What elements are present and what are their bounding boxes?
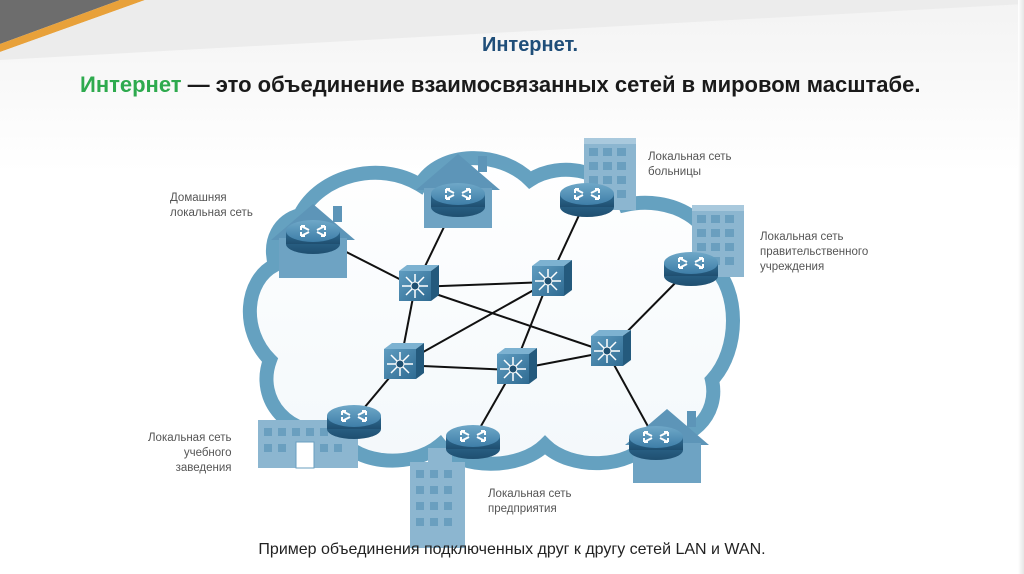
slide-edge-shadow <box>1018 0 1024 574</box>
enterprise-building-icon <box>410 448 465 548</box>
router-right-house <box>628 425 684 461</box>
switch-1 <box>398 264 440 302</box>
label-line: больницы <box>648 166 702 178</box>
label-line: Локальная сеть <box>488 488 572 500</box>
label-line: Локальная сеть <box>148 432 232 444</box>
corner-decoration <box>0 0 1024 60</box>
label-line: правительственного <box>760 246 869 258</box>
router-hospital <box>559 182 615 218</box>
router-government <box>663 251 719 287</box>
switch-5 <box>590 329 632 367</box>
figure-caption: Пример объединения подключенных друг к д… <box>258 541 766 558</box>
router-enterprise <box>445 424 501 460</box>
switch-4 <box>496 347 538 385</box>
label-line: учреждения <box>760 261 825 273</box>
label-enterprise-lan: Локальная сеть предприятия <box>488 487 572 517</box>
router-school <box>326 404 382 440</box>
label-line: учебного <box>183 447 232 459</box>
router-home <box>285 219 341 255</box>
label-school-lan: Локальная сеть учебного заведения <box>148 431 232 476</box>
label-line: Домашняя <box>170 192 227 204</box>
label-home-lan: Домашняя локальная сеть <box>170 191 253 221</box>
label-government-lan: Локальная сеть правительственного учрежд… <box>760 230 868 275</box>
label-line: предприятия <box>488 503 557 515</box>
label-line: Локальная сеть <box>760 231 844 243</box>
router-top <box>430 182 486 218</box>
label-hospital-lan: Локальная сеть больницы <box>648 150 732 180</box>
switch-3 <box>383 342 425 380</box>
label-line: локальная сеть <box>170 207 253 219</box>
corner-light-band <box>0 0 1024 60</box>
label-line: Локальная сеть <box>648 151 732 163</box>
lead-keyword: Интернет <box>80 72 182 97</box>
slide-title: Интернет. <box>481 34 579 56</box>
lead-paragraph: Интернет — это объединение взаимосвязанн… <box>80 70 946 99</box>
label-line: заведения <box>175 462 232 474</box>
lead-text: — это объединение взаимосвязанных сетей … <box>181 72 921 97</box>
switch-2 <box>531 259 573 297</box>
